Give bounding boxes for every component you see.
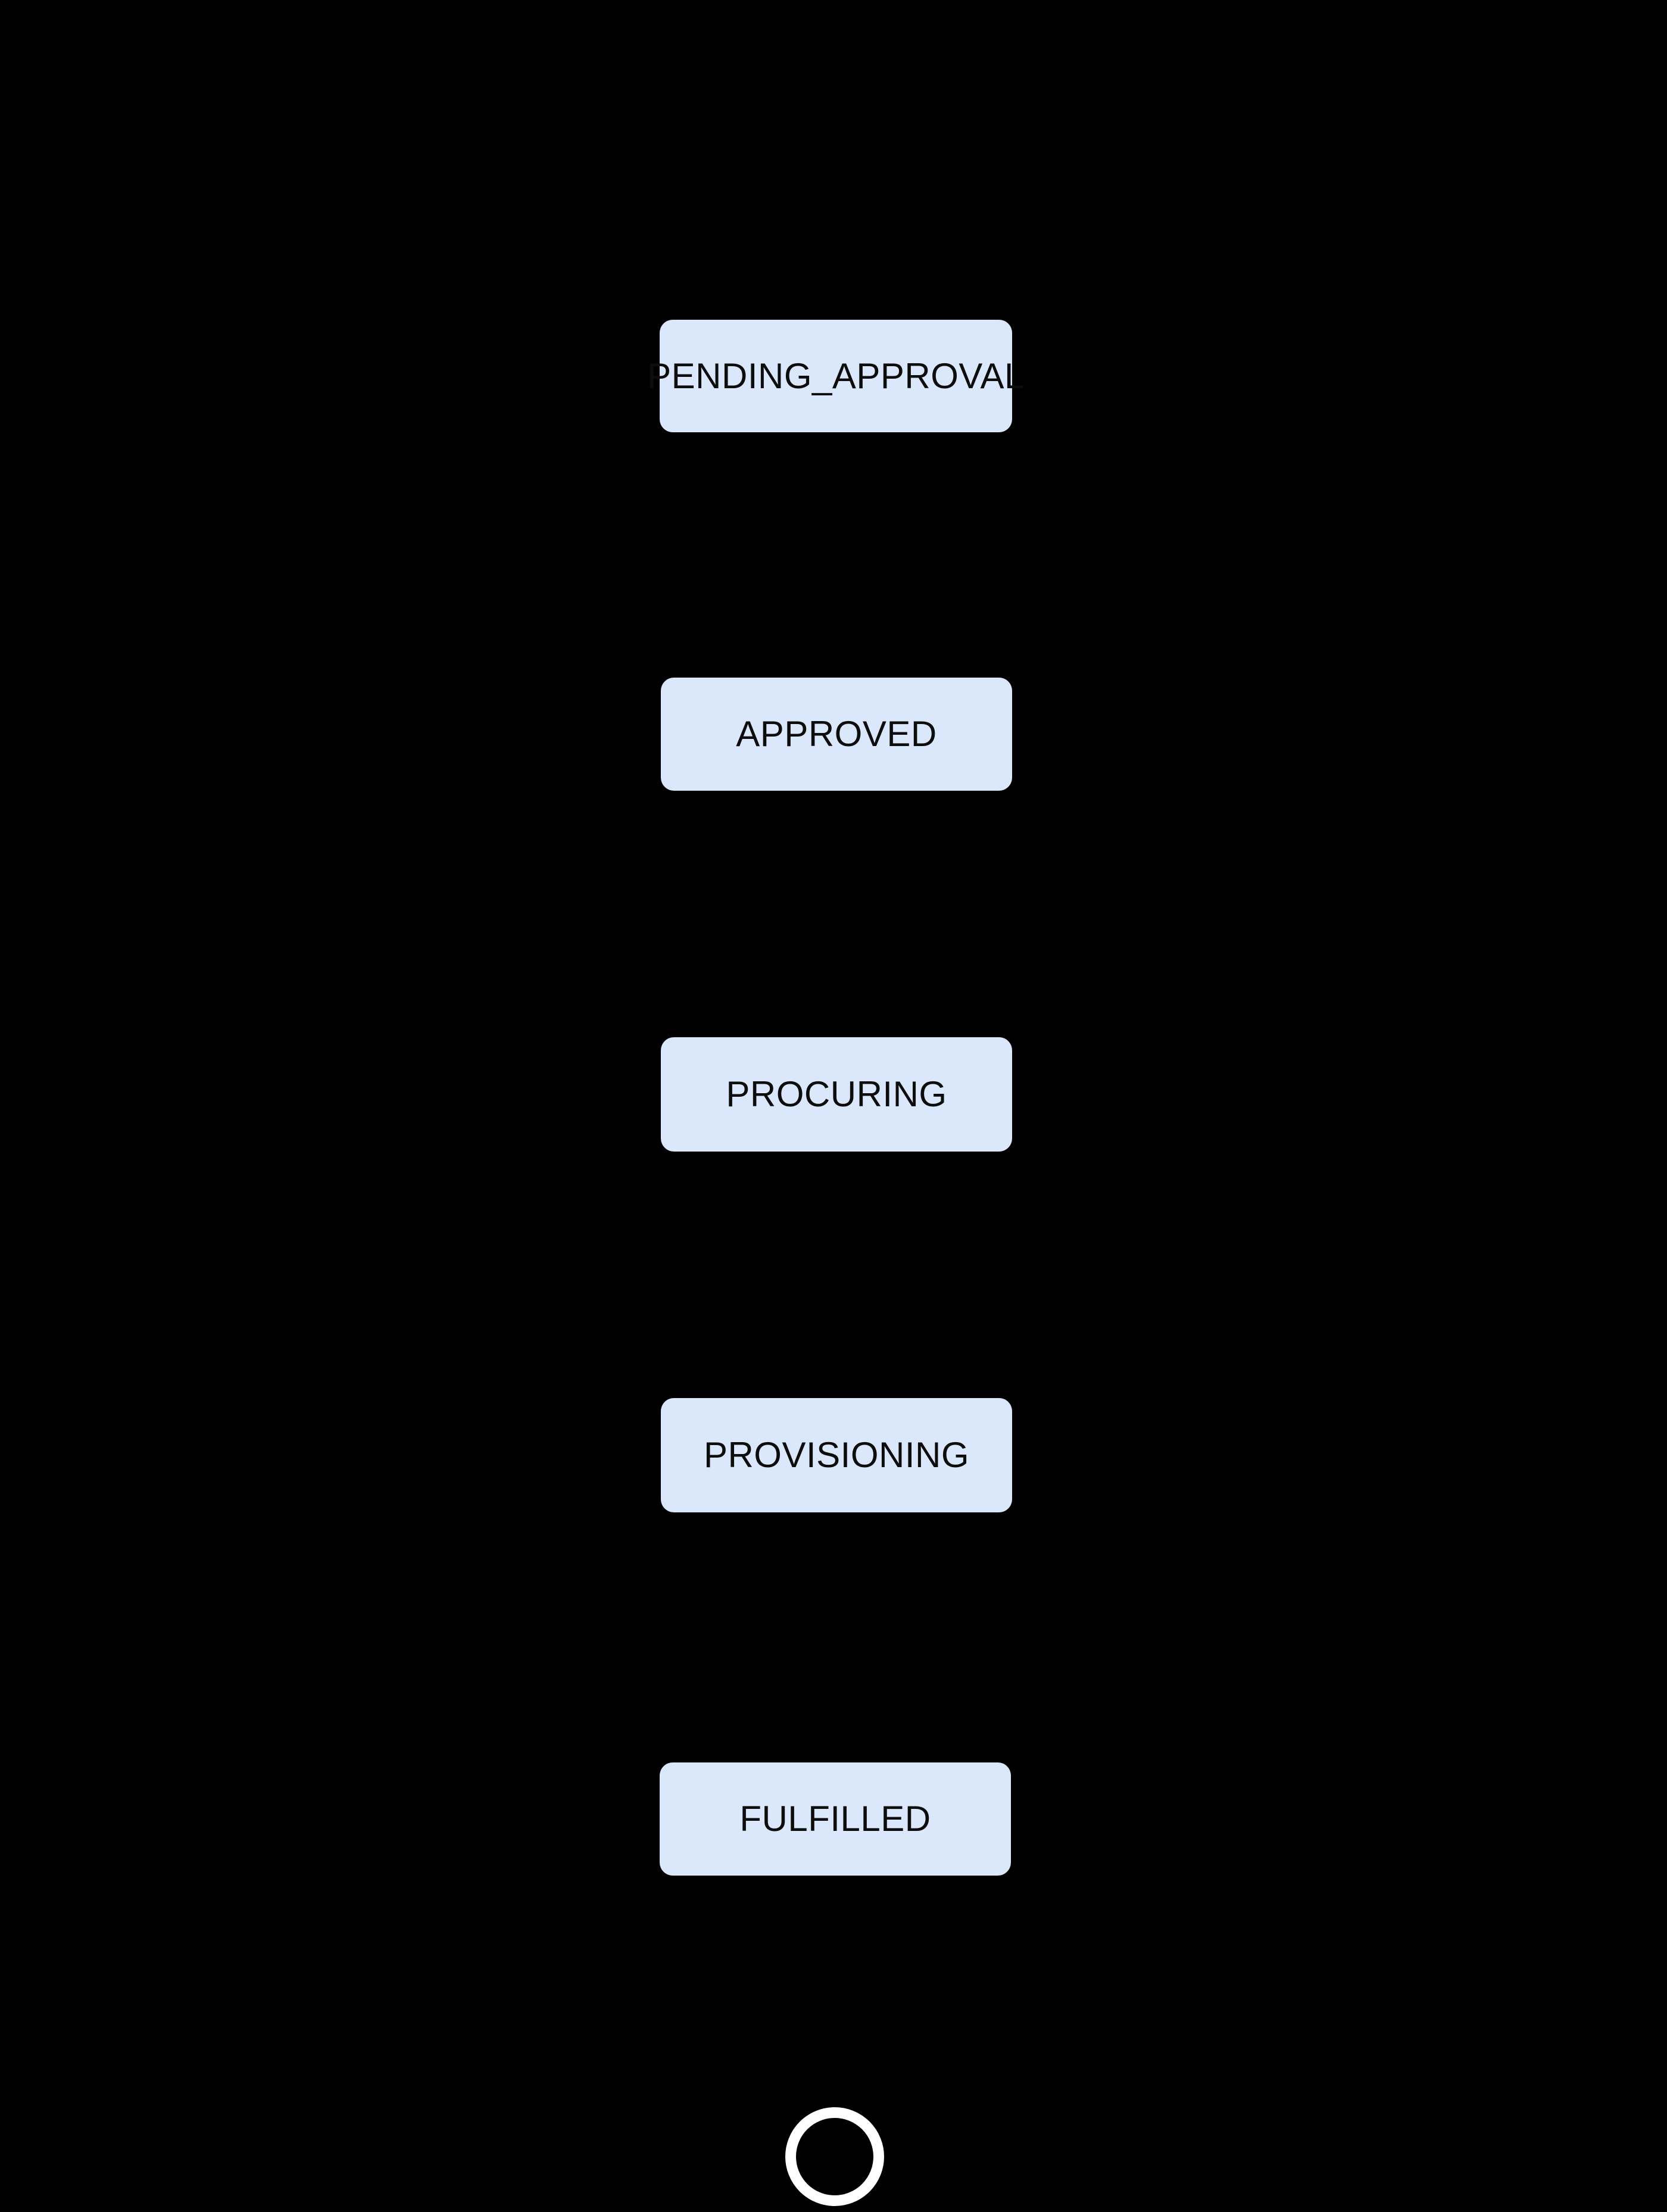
state-node-fulfilled[interactable]: FULFILLED [660,1762,1011,1876]
state-node-label: FULFILLED [739,1799,931,1839]
end-state-ring-icon [785,2107,884,2206]
state-node-label: PENDING_APPROVAL [647,355,1025,396]
state-node-approved[interactable]: APPROVED [661,678,1012,791]
state-node-label: PROCURING [726,1074,947,1114]
state-node-label: APPROVED [736,714,937,754]
state-node-label: PROVISIONING [703,1435,970,1475]
state-node-pending_approval[interactable]: PENDING_APPROVAL [647,320,1024,432]
state-node-procuring[interactable]: PROCURING [661,1037,1012,1152]
state-node-provisioning[interactable]: PROVISIONING [661,1398,1012,1512]
